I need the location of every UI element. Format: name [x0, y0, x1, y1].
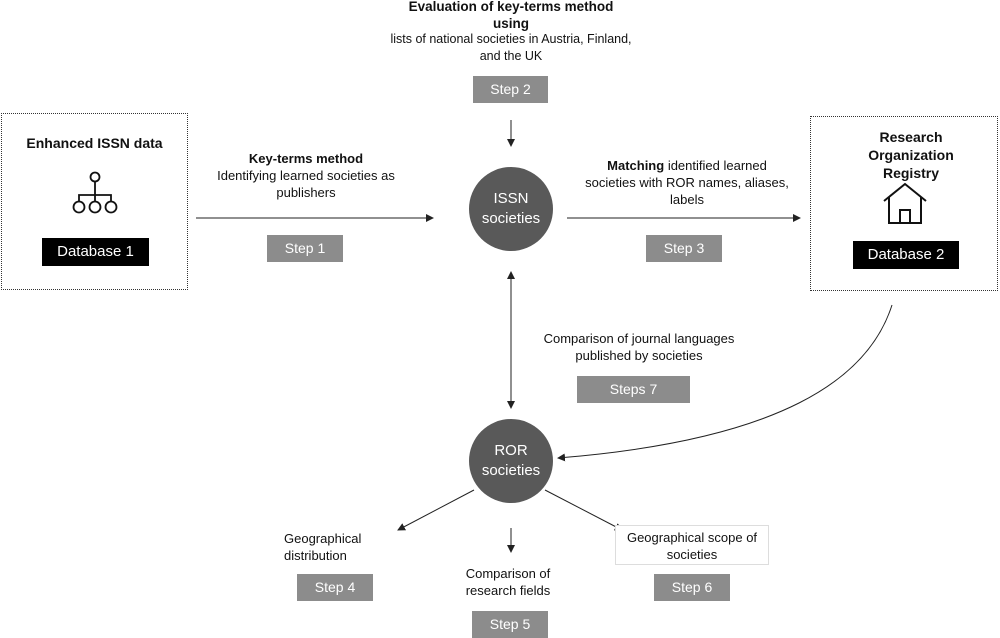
step-6-badge: Step 6 — [654, 574, 730, 601]
matching-description: Matching identified learned societies wi… — [582, 157, 792, 208]
steps-7-badge: Steps 7 — [577, 376, 690, 403]
ror-societies-label: ROR societies — [481, 442, 541, 479]
matching-title: Matching — [607, 158, 665, 173]
database-1-box: Enhanced ISSN data Database 1 — [1, 113, 188, 290]
issn-societies-label: ISSN societies — [481, 190, 541, 227]
database-1-title: Enhanced ISSN data — [26, 135, 163, 151]
evaluation-description: lists of national societies in Austria, … — [390, 32, 632, 63]
geographical-scope-box: Geographical scope of societies — [615, 525, 769, 565]
geographical-scope-text: Geographical scope of societies — [626, 530, 758, 562]
arrow-ror-to-geo-dist — [397, 489, 475, 531]
key-terms-title: Key-terms method — [248, 151, 364, 166]
step-2-badge: Step 2 — [473, 76, 548, 103]
step-4-badge: Step 4 — [297, 574, 373, 601]
step-3-badge: Step 3 — [646, 235, 722, 262]
arrow-db2-to-ror — [557, 304, 893, 462]
evaluation-title: Evaluation of key-terms method using — [408, 0, 614, 31]
key-terms-description: Key-terms method Identifying learned soc… — [196, 150, 416, 201]
house-icon — [883, 182, 927, 224]
issn-societies-node: ISSN societies — [469, 167, 553, 251]
database-1-badge: Database 1 — [42, 238, 149, 266]
arrow-ror-to-geo-scope — [544, 489, 623, 531]
database-2-badge: Database 2 — [853, 241, 959, 269]
step-5-badge: Step 5 — [472, 611, 548, 638]
hierarchy-icon — [72, 171, 118, 214]
research-fields-text: Comparison of research fields — [465, 566, 551, 598]
database-2-box: Research Organization Registry Database … — [810, 116, 998, 291]
step-1-badge: Step 1 — [267, 235, 343, 262]
language-comparison-description: Comparison of journal languages publishe… — [543, 331, 735, 363]
database-2-title: Research Organization Registry — [868, 129, 954, 181]
key-terms-text: Identifying learned societies as publish… — [217, 168, 395, 200]
ror-societies-node: ROR societies — [469, 419, 553, 503]
matching-text: identified learned societies with ROR na… — [585, 158, 789, 207]
geographical-distribution-text: Geographical distribution — [284, 531, 362, 563]
